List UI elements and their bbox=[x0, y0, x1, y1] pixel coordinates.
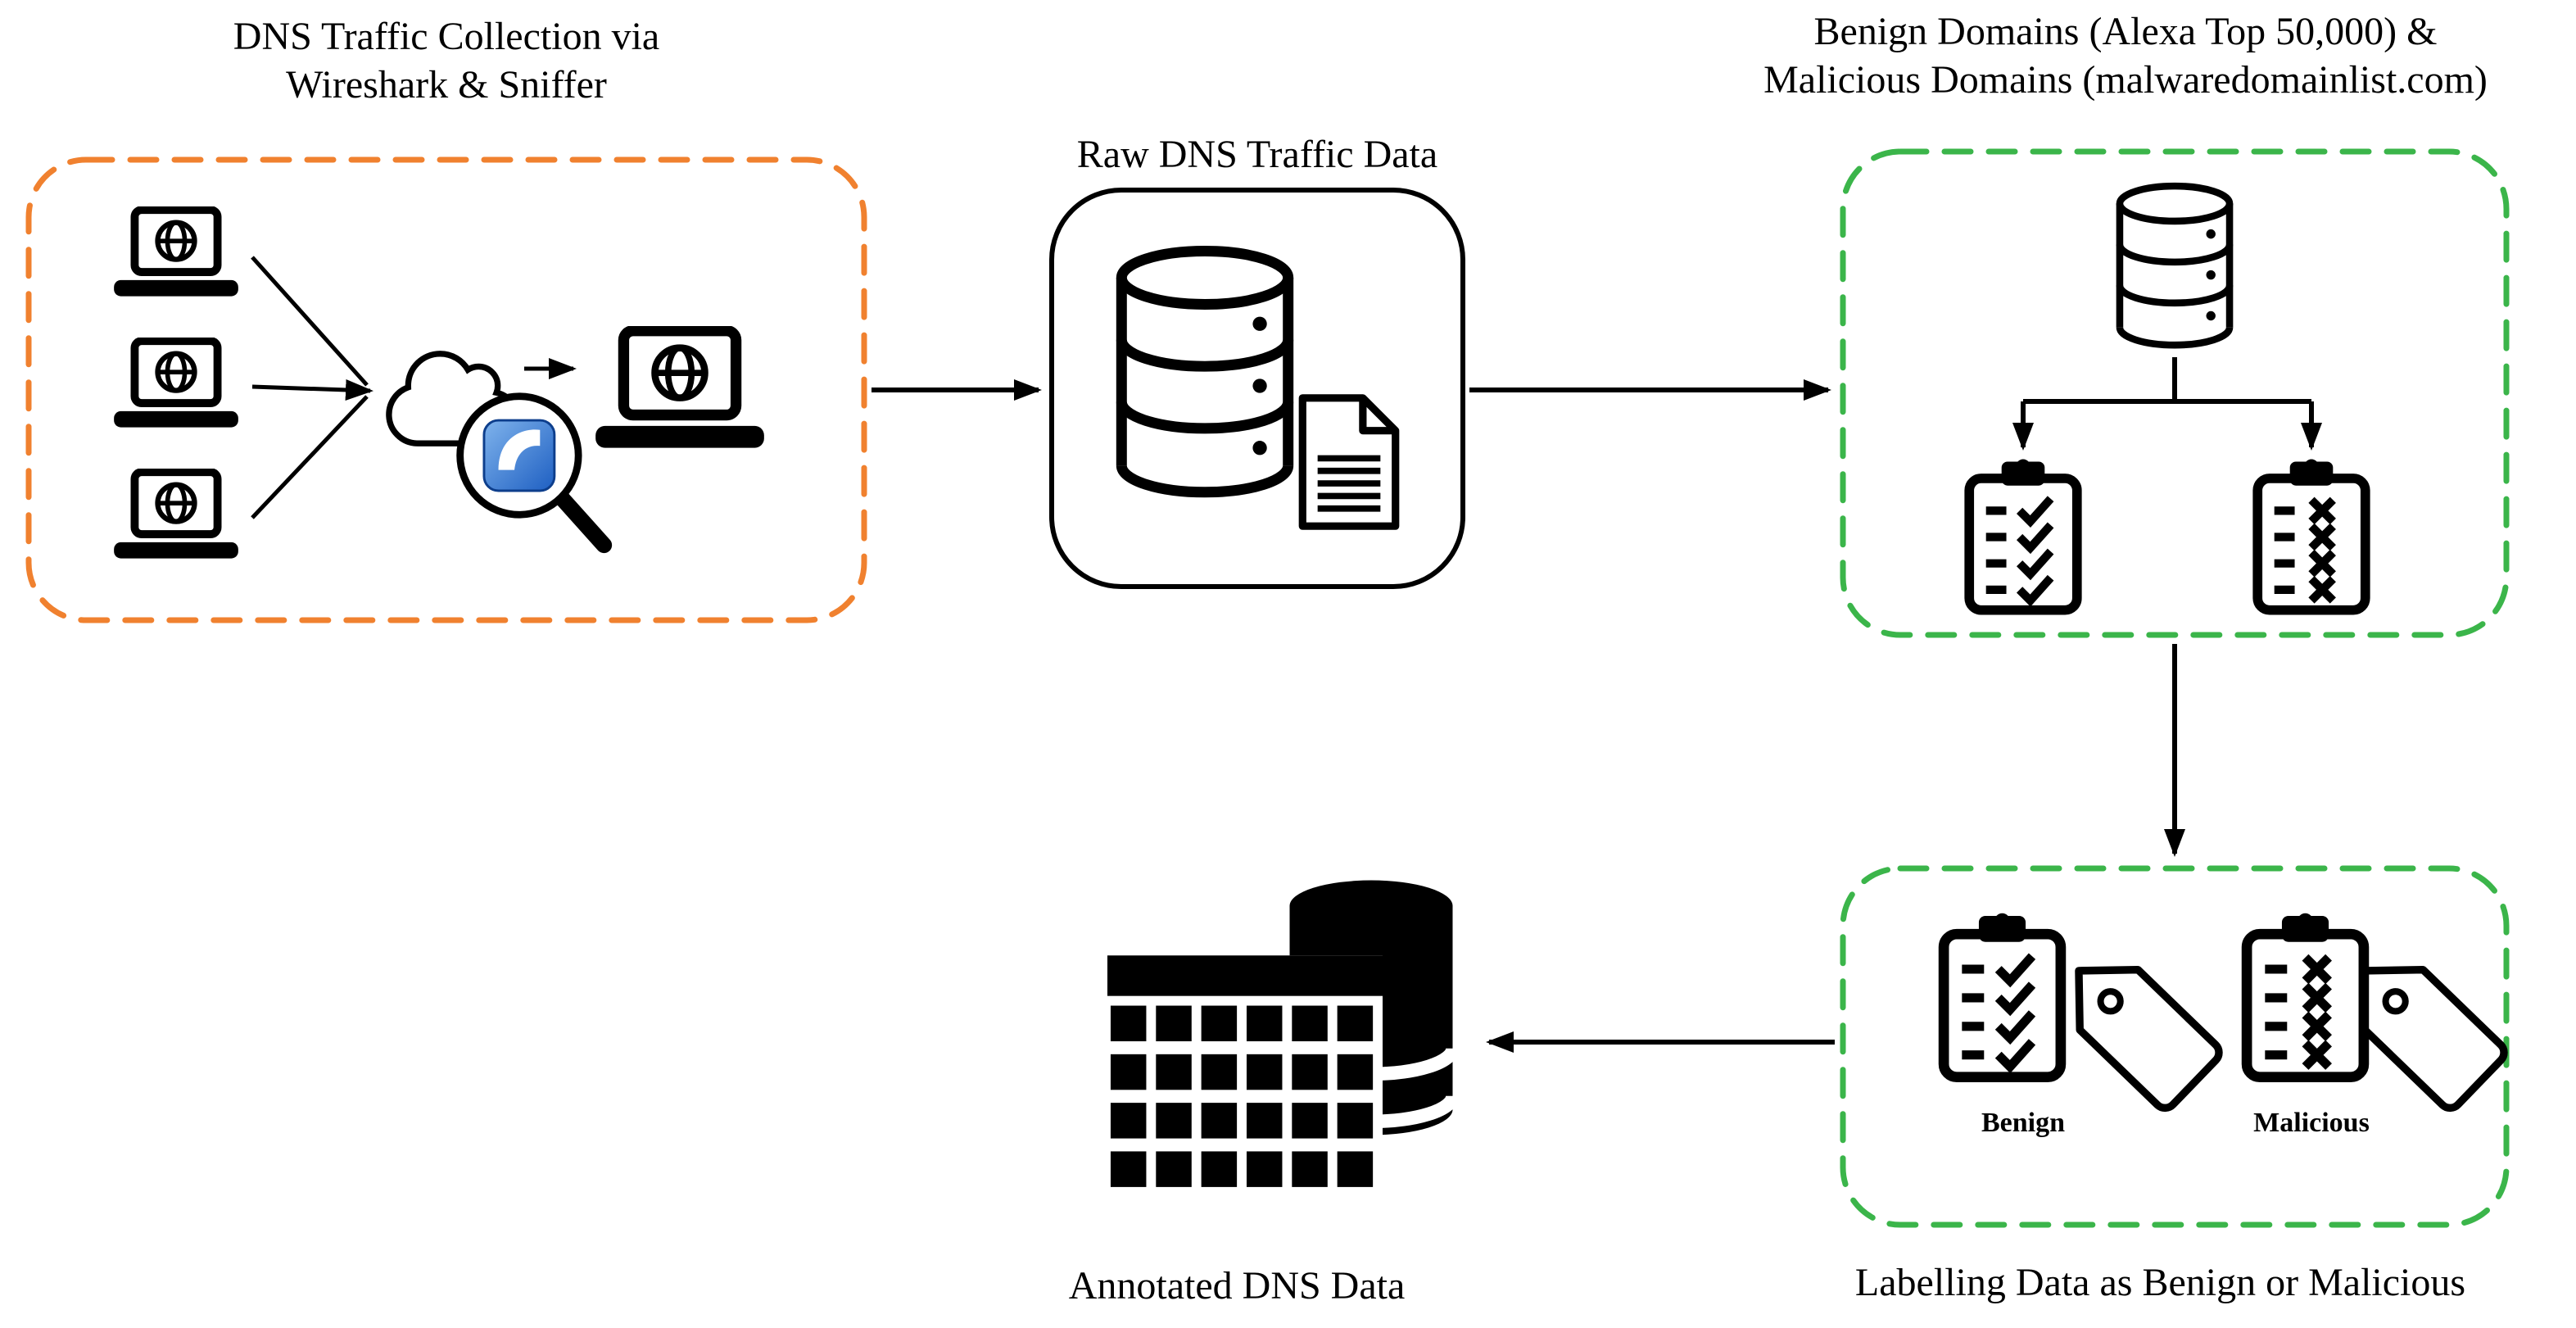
laptop-globe-icon bbox=[586, 326, 774, 457]
collection-title-line1: DNS Traffic Collection via bbox=[233, 15, 660, 58]
benign-label: Benign bbox=[1981, 1108, 2066, 1138]
domains-title-line2: Malicious Domains (malwaredomainlist.com… bbox=[1763, 57, 2488, 102]
tag-icon bbox=[2039, 930, 2236, 1126]
laptop-globe-icon bbox=[106, 338, 246, 434]
laptop-globe-icon bbox=[106, 206, 246, 303]
collection-title: DNS Traffic Collection via Wireshark & S… bbox=[78, 13, 815, 109]
malicious-label: Malicious bbox=[2253, 1108, 2370, 1138]
wireshark-magnifier-icon bbox=[449, 385, 617, 561]
collection-title-line2: Wireshark & Sniffer bbox=[286, 62, 607, 107]
clipboard-x-icon bbox=[2238, 911, 2373, 1087]
annotated-table-icon bbox=[1107, 955, 1383, 1199]
collection-group-box bbox=[25, 156, 868, 624]
tag-icon bbox=[2324, 930, 2521, 1126]
clipboard-check-icon bbox=[1935, 911, 2070, 1087]
document-icon bbox=[1293, 392, 1406, 533]
raw-data-box bbox=[1048, 187, 1466, 590]
annotated-caption: Annotated DNS Data bbox=[1068, 1264, 1406, 1308]
database-icon bbox=[2106, 180, 2243, 356]
domains-group-box bbox=[1839, 147, 2510, 639]
laptop-globe-icon bbox=[106, 469, 246, 565]
database-icon bbox=[1107, 239, 1302, 511]
labelling-caption: Labelling Data as Benign or Malicious bbox=[1854, 1261, 2466, 1304]
domains-title-line1: Benign Domains (Alexa Top 50,000) & bbox=[1813, 10, 2438, 53]
clipboard-check-icon bbox=[1961, 457, 2085, 619]
raw-title: Raw DNS Traffic Data bbox=[1076, 133, 1438, 176]
domains-title: Benign Domains (Alexa Top 50,000) & Mali… bbox=[1683, 8, 2568, 104]
clipboard-x-icon bbox=[2249, 457, 2374, 619]
